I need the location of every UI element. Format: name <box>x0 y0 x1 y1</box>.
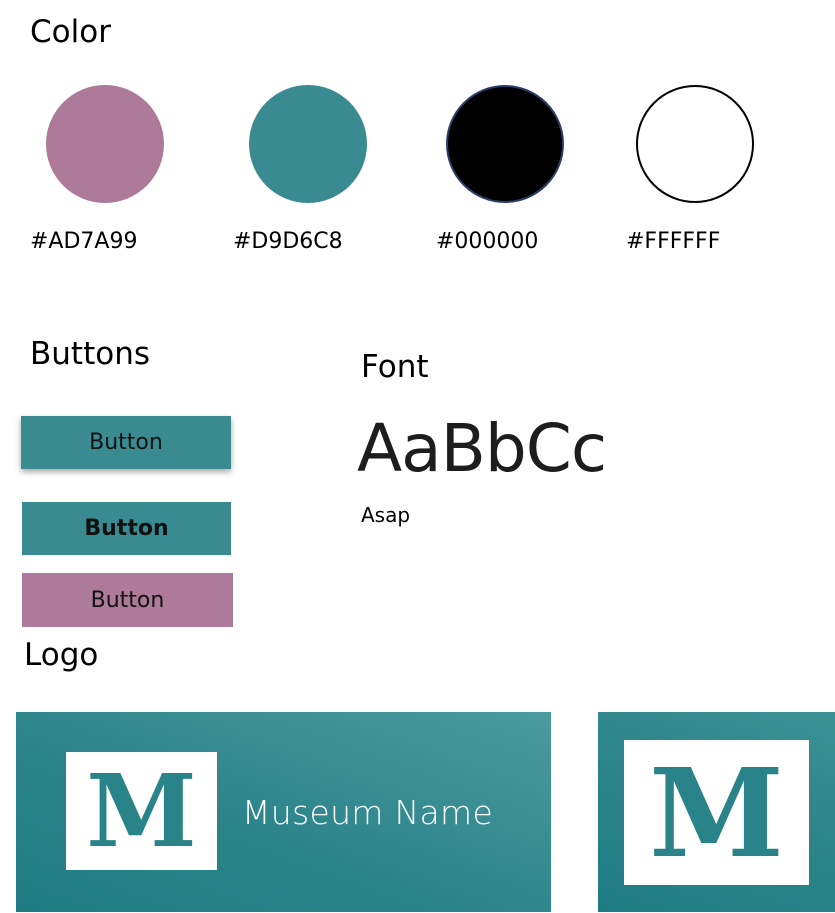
color-swatch-teal <box>249 85 367 203</box>
logo-badge-m-icon: M <box>648 740 785 885</box>
color-label-mauve: #AD7A99 <box>30 229 138 254</box>
button-primary-bold[interactable]: Button <box>22 502 231 555</box>
logo-wordmark: Museum Name <box>242 793 494 832</box>
buttons-section-title: Buttons <box>30 336 150 372</box>
button-secondary-mauve[interactable]: Button <box>22 573 233 627</box>
logo-badge-square: M <box>598 712 835 912</box>
color-section-title: Color <box>30 14 111 50</box>
font-sample-text: AaBbCc <box>357 410 607 487</box>
button-primary-shadow[interactable]: Button <box>21 416 231 469</box>
logo-section-title: Logo <box>24 637 99 673</box>
logo-banner-horizontal: M Museum Name <box>16 712 551 912</box>
logo-m-icon: M <box>86 752 197 870</box>
color-swatch-black <box>446 85 564 203</box>
button-primary-shadow-label: Button <box>89 430 163 455</box>
button-primary-bold-label: Button <box>84 516 169 541</box>
logo-mark-box: M <box>66 752 217 870</box>
color-swatch-white <box>636 85 754 203</box>
color-swatch-mauve <box>46 85 164 203</box>
color-label-white: #FFFFFF <box>626 229 721 254</box>
font-name-label: Asap <box>361 503 411 527</box>
font-section-title: Font <box>361 349 429 385</box>
logo-badge-box: M <box>624 740 809 885</box>
color-label-black: #000000 <box>436 229 539 254</box>
button-secondary-mauve-label: Button <box>90 587 165 613</box>
color-label-teal: #D9D6C8 <box>233 229 343 254</box>
